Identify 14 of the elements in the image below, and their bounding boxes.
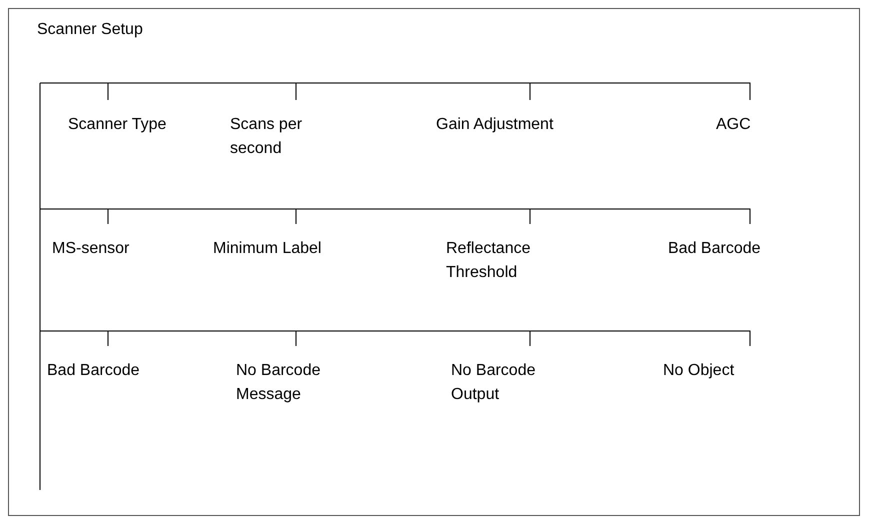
menu-item-label: Scans per second [230,116,302,157]
menu-item-label: Bad Barcode [668,240,761,257]
menu-item-label: AGC [716,116,751,133]
setup-panel [8,8,860,516]
menu-item-label: MS-sensor [52,240,130,257]
menu-item-label: Bad Barcode [47,362,140,379]
menu-item-label: Minimum Label [213,240,322,257]
menu-item-label: No Barcode Output [451,362,536,403]
menu-item-label: Gain Adjustment [436,116,554,133]
menu-item-label: Scanner Type [68,116,166,133]
menu-item-label: No Object [663,362,734,379]
menu-item-label: No Barcode Message [236,362,320,403]
panel-title: Scanner Setup [37,21,143,39]
menu-item-label: Reflectance Threshold [446,240,530,281]
